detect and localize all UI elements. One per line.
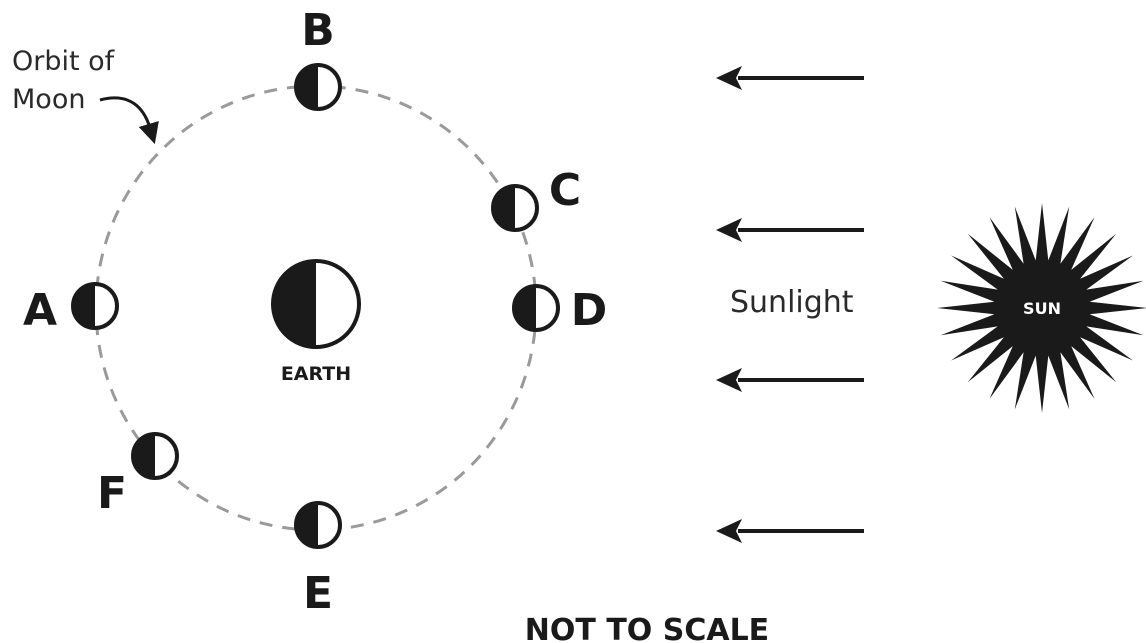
moon-b xyxy=(294,63,342,111)
position-label-d: D xyxy=(571,285,608,336)
position-label-f: F xyxy=(97,468,127,519)
moon-a xyxy=(71,282,119,330)
orbit-label-line-1: Orbit of xyxy=(12,46,116,77)
moon-f xyxy=(131,432,179,480)
earth xyxy=(271,259,361,349)
moon-e xyxy=(294,501,342,549)
sun-icon xyxy=(937,203,1146,413)
position-label-a: A xyxy=(23,285,57,336)
position-label-b: B xyxy=(301,5,335,56)
moon-c xyxy=(491,184,539,232)
moon-d xyxy=(512,284,560,332)
scale-note: NOT TO SCALE xyxy=(525,613,769,643)
sunlight-arrow xyxy=(716,66,864,90)
earth-label: EARTH xyxy=(281,363,351,385)
sunlight-arrow xyxy=(716,519,864,543)
sunlight-label: Sunlight xyxy=(730,285,854,320)
sunlight-arrow xyxy=(716,368,864,392)
orbit-label: Orbit of Moon xyxy=(12,46,123,115)
sun-label: SUN xyxy=(1023,299,1061,318)
position-label-c: C xyxy=(549,165,581,216)
orbit-label-line-2: Moon xyxy=(12,84,85,115)
position-label-e: E xyxy=(303,568,333,619)
orbit-pointer-arrow xyxy=(99,96,159,145)
sunlight-arrows xyxy=(716,66,864,543)
sunlight-arrow xyxy=(716,218,864,242)
